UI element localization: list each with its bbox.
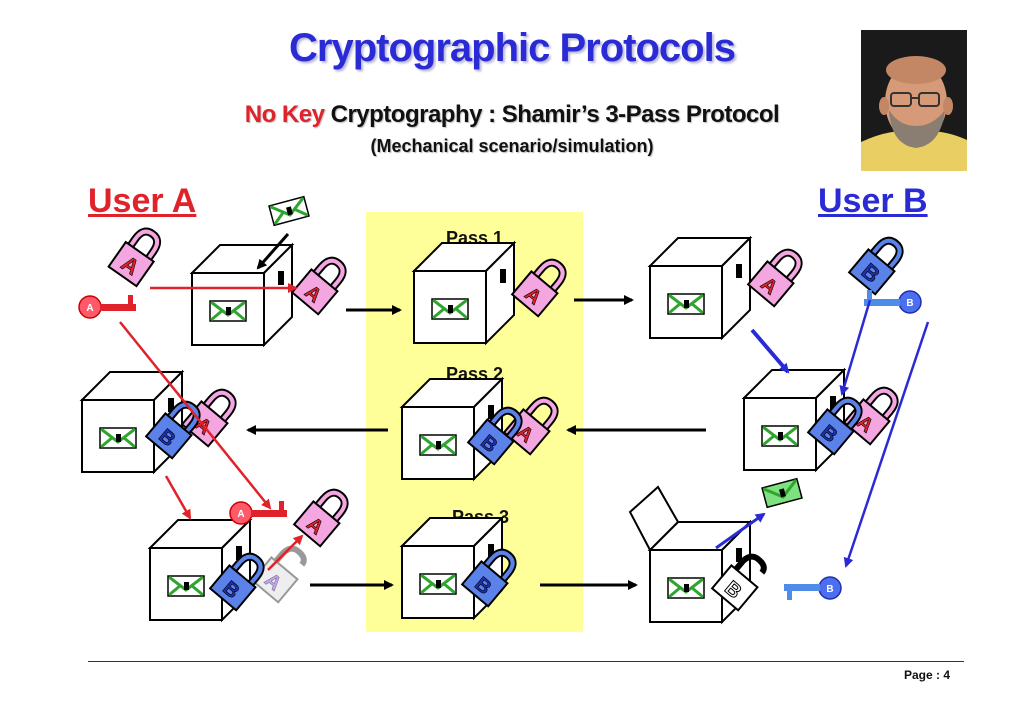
page-subsubtitle: (Mechanical scenario/simulation) — [370, 136, 654, 156]
lock-b-open-icon: B — [712, 549, 771, 611]
subtitle-highlight: No Key — [244, 101, 325, 128]
portrait-image — [861, 30, 967, 171]
page-title: Cryptographic Protocols — [289, 26, 736, 70]
lock-b-icon: B — [146, 397, 205, 459]
svg-text:A: A — [86, 303, 93, 314]
lock-b-icon: B — [808, 393, 867, 455]
box-a-initial — [192, 245, 292, 345]
lock-b-icon: B — [849, 233, 908, 295]
arrow-insert-envelope — [256, 233, 290, 270]
arrow-extract-envelope — [715, 512, 766, 550]
arrow-key-a-path — [119, 321, 272, 510]
arrow-a-next-step — [164, 475, 192, 520]
key-a-icon: A — [78, 294, 137, 319]
arrow-key-b-path — [843, 321, 930, 568]
svg-text:A: A — [237, 509, 244, 520]
lock-a-icon: A — [512, 255, 571, 317]
key-a-icon: A — [229, 500, 288, 525]
page-subtitle: No Key Cryptography : Shamir’s 3-Pass Pr… — [0, 101, 1024, 129]
envelope-icon — [761, 477, 803, 509]
key-b-icon: B — [863, 289, 922, 314]
arrow-remove-lock-a — [267, 534, 304, 571]
subtitle-text: Cryptography : Shamir’s 3-Pass Protocol — [324, 101, 780, 128]
footer-divider — [88, 661, 964, 662]
user-a-label: User A — [88, 182, 197, 220]
box-b-receives — [650, 238, 750, 338]
arrow-b-next-step — [750, 328, 790, 374]
key-b-icon: B — [783, 576, 842, 601]
lock-a-icon: A — [844, 383, 903, 445]
lock-b-icon: B — [468, 403, 527, 465]
arrow-apply-lock-b — [839, 299, 872, 396]
lock-a-icon: A — [748, 245, 807, 307]
box-pass1 — [414, 243, 514, 343]
svg-text:B: B — [826, 584, 833, 595]
portrait-photo — [861, 30, 967, 171]
lock-b-icon: B — [210, 549, 269, 611]
lock-a-icon: A — [109, 224, 167, 286]
lock-a-open-icon: A — [252, 541, 311, 603]
envelope-icon — [267, 195, 311, 227]
user-b-label: User B — [818, 182, 928, 220]
lock-a-icon: A — [504, 393, 563, 455]
lock-a-icon: A — [294, 485, 353, 547]
lock-a-icon: A — [292, 253, 351, 315]
svg-text:B: B — [906, 298, 913, 309]
page-number: Page : 4 — [904, 668, 951, 682]
lock-b-icon: B — [462, 545, 521, 607]
